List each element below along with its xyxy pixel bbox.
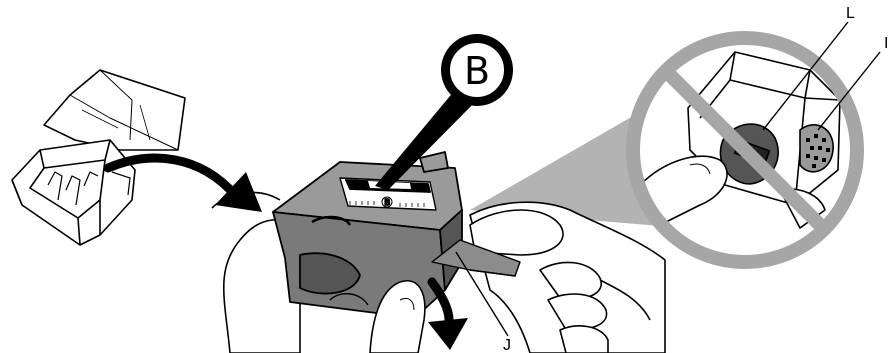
callout-l-label: L: [846, 5, 855, 22]
ink-cartridge: B: [273, 152, 462, 318]
callout-b-label: B: [464, 49, 490, 93]
cartridge-label-small: B: [385, 198, 391, 207]
right-hand: [470, 202, 665, 353]
magnified-view: [633, 22, 880, 262]
callout-i-label: I: [884, 35, 888, 52]
callout-j-label: J: [503, 337, 511, 353]
pull-down-arrow-icon: [428, 282, 468, 350]
